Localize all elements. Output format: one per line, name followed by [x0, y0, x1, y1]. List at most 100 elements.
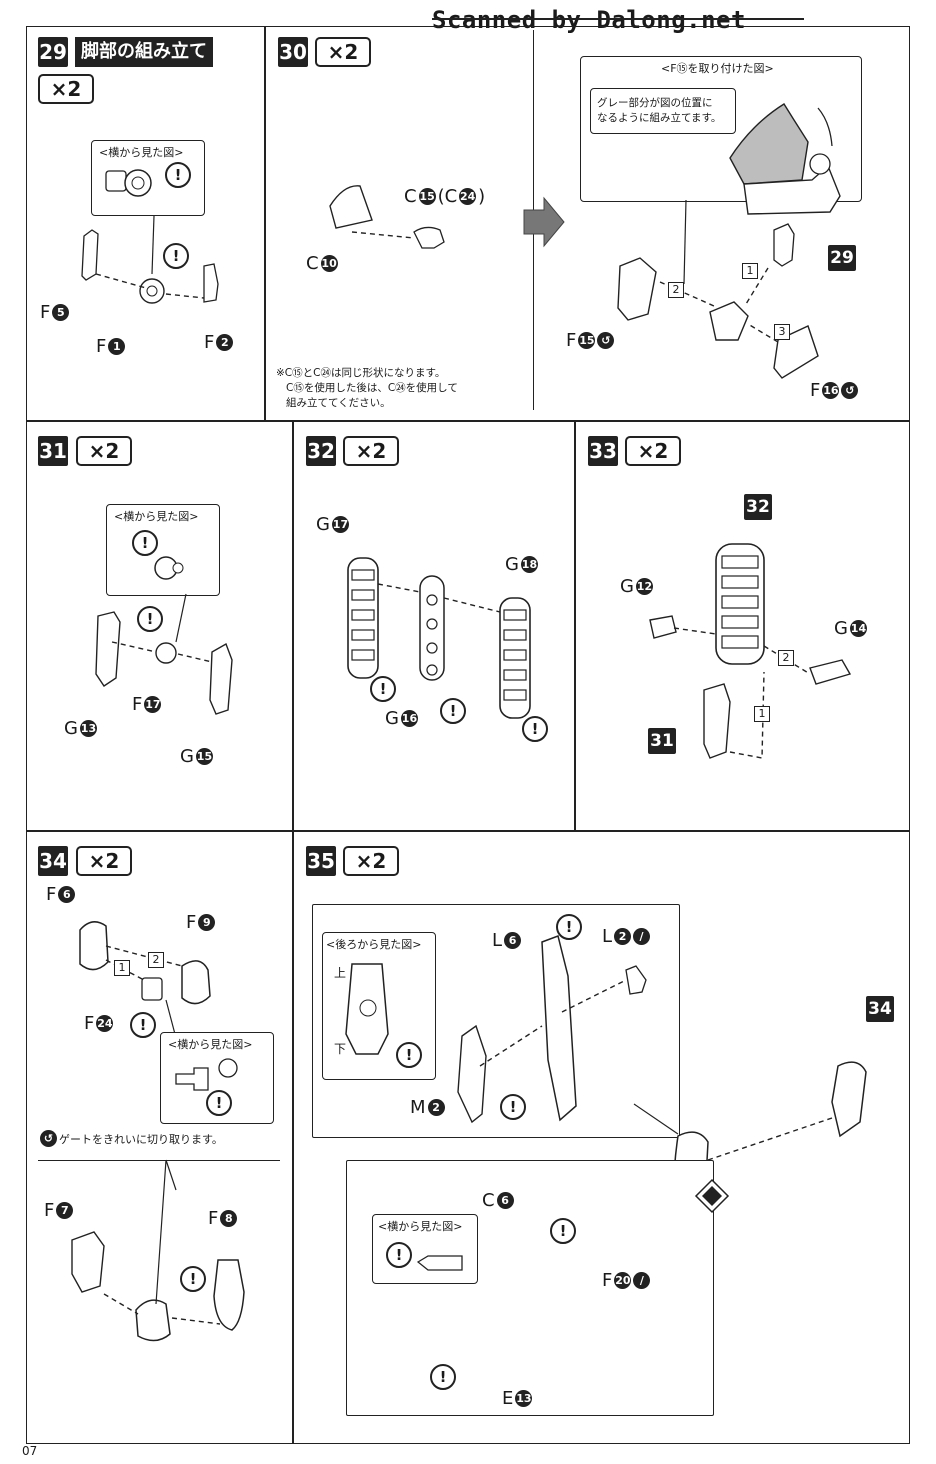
warning-icon: ! [430, 1364, 456, 1390]
step-30-multiplier: ×2 [315, 37, 371, 67]
ref-step-32: 32 [744, 494, 772, 520]
step-29-number: 29 [38, 37, 68, 67]
cut-icon: ↺ [841, 382, 859, 399]
warning-icon: ! [550, 1218, 576, 1244]
step-30-callout-line-2: なるように組み立てます。 [597, 112, 722, 124]
step-33-diagram [649, 543, 852, 759]
warning-icon: ! [130, 1012, 156, 1038]
step-35-multiplier: ×2 [343, 846, 399, 876]
step-29-title: 脚部の組み立て [75, 37, 213, 67]
warning-icon: ! [132, 530, 158, 556]
step-35-rear-view-title: <後ろから見た図> [326, 938, 422, 951]
step-30-callout-line-1: グレー部分が図の位置に [597, 97, 713, 109]
order-2: 2 [668, 282, 684, 298]
page-number: 07 [22, 1444, 38, 1458]
step-33-multiplier: ×2 [625, 436, 681, 466]
panel-step-30 [264, 26, 910, 422]
order-1: 1 [742, 263, 758, 279]
step-31-multiplier: ×2 [76, 436, 132, 466]
cut-icon: ↺ [597, 332, 615, 349]
order-1: 1 [114, 960, 130, 976]
step-34-side-view-title: <横から見た図> [168, 1038, 253, 1051]
warning-icon: ! [206, 1090, 232, 1116]
step-30-note-line-2: C⑮を使用した後は、C㉔を使用して [286, 382, 458, 394]
step-30-assembly-diagram [617, 103, 841, 379]
step-35-number: 35 [306, 846, 336, 876]
warning-icon: ! [556, 914, 582, 940]
step-29-side-view-title: <横から見た図> [99, 146, 184, 159]
ref-step-31: 31 [648, 728, 676, 754]
gate-cut-note: ↺ゲートをきれいに切り取ります。 [40, 1130, 223, 1147]
warning-icon: ! [396, 1042, 422, 1068]
panel-step-32 [292, 420, 576, 832]
warning-icon: ! [180, 1266, 206, 1292]
warning-icon: ! [500, 1094, 526, 1120]
step-30-note-line-3: 組み立ててください。 [286, 397, 391, 409]
order-2: 2 [148, 952, 164, 968]
step-29-diagram [81, 169, 219, 304]
step-34-divider [38, 1160, 280, 1161]
step-30-callout-box [590, 88, 736, 134]
panel-step-31 [26, 420, 294, 832]
step-35-lower-box [346, 1160, 714, 1416]
order-1: 1 [754, 706, 770, 722]
step-31-side-view-title: <横から見た図> [114, 510, 199, 523]
warning-icon: ! [137, 606, 163, 632]
warning-icon: ! [370, 676, 396, 702]
step-32-diagram [347, 557, 531, 719]
cut-icon: ∕ [633, 928, 651, 945]
cut-icon: ↺ [40, 1130, 57, 1147]
step-32-number: 32 [306, 436, 336, 466]
ref-step-29: 29 [828, 245, 856, 271]
step-34-side-part [175, 1058, 238, 1091]
order-2: 2 [778, 650, 794, 666]
panel-step-33 [574, 420, 910, 832]
panel-step-34 [26, 830, 294, 1444]
step-31-diagram [95, 556, 233, 715]
step-30-number: 30 [278, 37, 308, 67]
warning-icon: ! [522, 716, 548, 742]
step-30-note-line-1: ※C⑮とC㉔は同じ形状になります。 [276, 367, 446, 379]
step-30-mounted-view-title: <F⑮を取り付けた図> [661, 62, 774, 75]
step-33-number: 33 [588, 436, 618, 466]
step-34-multiplier: ×2 [76, 846, 132, 876]
panel-step-29 [26, 26, 266, 422]
step-29-multiplier: ×2 [38, 74, 94, 104]
step-34-number: 34 [38, 846, 68, 876]
step-32-multiplier: ×2 [343, 436, 399, 466]
warning-icon: ! [440, 698, 466, 724]
step-35-side-part [416, 1255, 463, 1271]
step-34-diagram [71, 921, 245, 1342]
watermark-text: Scanned by Dalong.net [432, 6, 746, 34]
order-3: 3 [774, 324, 790, 340]
watermark-strike [432, 18, 804, 20]
step-31-number: 31 [38, 436, 68, 466]
cut-icon: ∕ [633, 1272, 651, 1289]
